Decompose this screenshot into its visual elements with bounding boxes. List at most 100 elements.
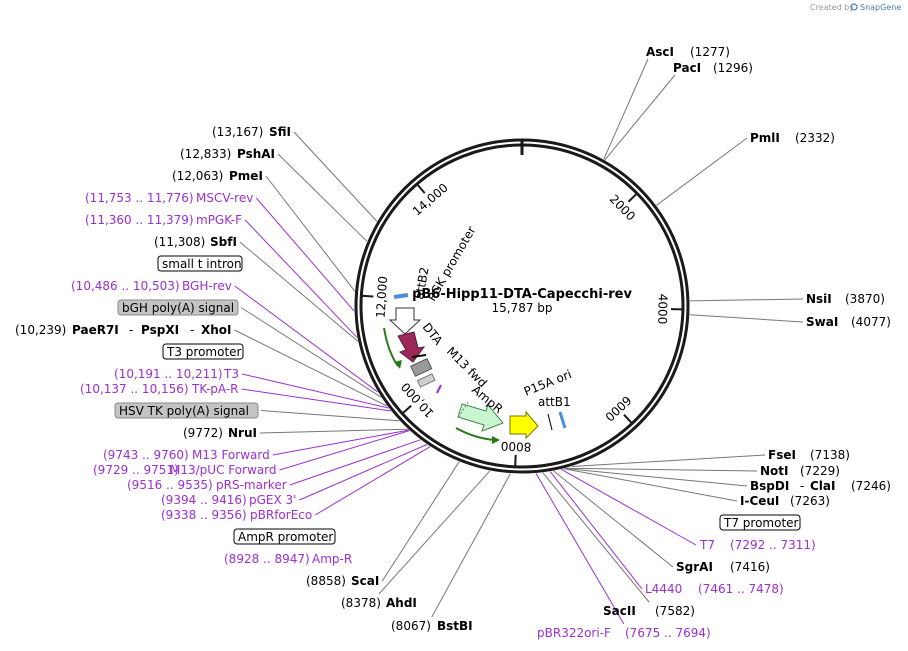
- label-tkpar[interactable]: (10,137 .. 10,156) TK-pA-R: [80, 382, 239, 396]
- label-msvcrev[interactable]: (11,753 .. 11,776) MSCV-rev: [85, 191, 253, 205]
- attb2-feature[interactable]: [393, 293, 409, 299]
- leader-iceui: [563, 468, 738, 502]
- scale-tick-12000: [361, 294, 374, 298]
- m13-fwd-label: M13 fwd: [444, 344, 490, 390]
- bgh-name: bGH poly(A) signal: [122, 301, 234, 315]
- dta-arrow[interactable]: [397, 331, 426, 363]
- sacii-pos: (7582): [655, 604, 695, 618]
- grey-feature-block[interactable]: [410, 358, 433, 377]
- label-mpgkf[interactable]: (11,360 .. 11,379) mPGK-F: [85, 213, 242, 227]
- plasmid-size: 15,787 bp: [491, 301, 552, 315]
- ampr-arrow[interactable]: [457, 403, 504, 432]
- label-iceui[interactable]: I-CeuI (7263): [740, 494, 830, 508]
- leader-m13puc: [279, 430, 410, 471]
- leader-swai: [689, 314, 804, 323]
- leader-paer7i: [234, 329, 388, 407]
- label-noti[interactable]: NotI (7229): [760, 464, 840, 478]
- leader-hsvtk: [260, 410, 400, 422]
- leader-asci: [603, 58, 649, 160]
- leader-bspdi: [564, 468, 748, 487]
- label-bstbi[interactable]: (8067) BstBI: [391, 619, 473, 633]
- attb2-label: attB2: [412, 266, 431, 301]
- swai-name: SwaI: [806, 315, 838, 329]
- label-bspdi[interactable]: BspDI - ClaI (7246): [750, 479, 891, 493]
- label-nsii[interactable]: NsiI (3870): [806, 292, 885, 306]
- label-prsmarker[interactable]: (9516 .. 9535) pRS-marker: [127, 478, 287, 492]
- label-pmli[interactable]: PmlI (2332): [750, 131, 835, 145]
- leader-pmei: [265, 175, 356, 292]
- scale-tick-label-12000: 12,000: [373, 276, 390, 319]
- sfii-pos: (13,167): [212, 125, 263, 139]
- label-pmei[interactable]: (12,063) PmeI: [172, 169, 263, 183]
- bstbi-pos: (8067): [391, 619, 431, 633]
- leader-pmli: [656, 137, 748, 206]
- sfii-name: SfiI: [269, 125, 291, 139]
- scale-tick-10000: [401, 404, 412, 415]
- bghrev-pos: (10,486 .. 10,503): [71, 279, 180, 293]
- noti-pos: (7229): [800, 464, 840, 478]
- label-sbfi[interactable]: (11,308) SbfI: [154, 235, 237, 249]
- label-small-t-intron[interactable]: small t intron: [157, 255, 243, 272]
- leader-t3: [241, 373, 389, 409]
- label-scai[interactable]: (8858) ScaI: [306, 574, 379, 588]
- asci-name: AscI: [646, 45, 674, 59]
- scale-tick-2000: [627, 192, 638, 203]
- plasmid-title-group: pB6-Hipp11-DTA-Capecchi-rev 15,787 bp: [412, 287, 632, 315]
- pmei-name: PmeI: [229, 169, 263, 183]
- label-sfii[interactable]: (13,167) SfiI: [212, 125, 291, 139]
- asci-pos: (1277): [690, 45, 730, 59]
- leader-sbfi: [239, 241, 359, 342]
- inner-features: attB2 PGK promoter DTA M13 fwd AmpR P15A…: [383, 224, 574, 444]
- label-pgex3[interactable]: (9394 .. 9416) pGEX 3': [161, 493, 296, 507]
- p15a-ori-arrow[interactable]: [509, 410, 539, 440]
- label-t3-promoter[interactable]: T3 promoter: [162, 343, 244, 360]
- label-m13puc[interactable]: (9729 .. 9751) M13/pUC Forward: [93, 463, 277, 477]
- t3-name: T3: [223, 367, 239, 381]
- label-t7[interactable]: T7 (7292 .. 7311): [699, 538, 816, 552]
- attb1-label: attB1: [538, 395, 571, 409]
- label-bghrev[interactable]: (10,486 .. 10,503) BGH-rev: [71, 279, 232, 293]
- label-nrui[interactable]: (9772) NruI: [183, 426, 257, 440]
- paer7i-name: PaeR7I: [72, 323, 119, 337]
- label-hsvtk[interactable]: HSV TK poly(A) signal: [114, 402, 259, 419]
- leader-prsmarker: [289, 439, 421, 486]
- label-paer7i[interactable]: (10,239) PaeR7I - PspXI - XhoI: [15, 323, 232, 337]
- label-asci[interactable]: AscI (1277): [646, 45, 730, 59]
- label-bgh[interactable]: bGH poly(A) signal: [117, 299, 239, 316]
- label-ahdi[interactable]: (8378) AhdI: [341, 596, 417, 610]
- label-fsei[interactable]: FseI (7138): [768, 448, 850, 462]
- pmli-pos: (2332): [795, 131, 835, 145]
- leader-bstbi: [431, 473, 511, 618]
- label-pbrforeco[interactable]: (9338 .. 9356) pBRforEco: [161, 508, 312, 522]
- label-sgrai[interactable]: SgrAI (7416): [676, 560, 770, 574]
- pmei-pos: (12,063): [172, 169, 223, 183]
- label-paci[interactable]: PacI (1296): [673, 61, 753, 75]
- nsii-name: NsiI: [806, 292, 832, 306]
- msvcrev-name: MSCV-rev: [196, 191, 253, 205]
- leader-m13fwd: [272, 429, 409, 456]
- label-pbr322ori[interactable]: pBR322ori-F (7675 .. 7694): [537, 626, 711, 640]
- label-swai[interactable]: SwaI (4077): [806, 315, 891, 329]
- m13fwd-pos: (9743 .. 9760): [103, 448, 189, 462]
- label-ampr-promoter[interactable]: AmpR promoter: [233, 528, 336, 545]
- attb1-mark: [547, 413, 553, 431]
- leader-sfii: [293, 131, 378, 222]
- t7-promoter-name: T7 promoter: [723, 516, 799, 530]
- label-pshai[interactable]: (12,833) PshAI: [180, 147, 275, 161]
- label-ampr-primer[interactable]: (8928 .. 8947) Amp-R: [224, 552, 352, 566]
- pshai-name: PshAI: [237, 147, 275, 161]
- label-t3[interactable]: (10,191 .. 10,211) T3: [114, 367, 239, 381]
- label-t7-promoter[interactable]: T7 promoter: [719, 514, 801, 531]
- m13puc-name: M13/pUC Forward: [170, 463, 277, 477]
- attb1-feature[interactable]: [558, 411, 567, 429]
- dta-label: DTA: [420, 320, 446, 348]
- label-sacii[interactable]: SacII (7582): [603, 604, 695, 618]
- m13-fwd-bar[interactable]: [436, 384, 442, 394]
- leader-ahdi: [378, 470, 491, 595]
- label-l4440[interactable]: L4440 (7461 .. 7478): [645, 582, 784, 596]
- pgk-promoter-arrow[interactable]: [388, 307, 422, 335]
- label-m13fwd[interactable]: (9743 .. 9760) M13 Forward: [103, 448, 270, 462]
- snapgene-credit: Created by SnapGene: [810, 3, 901, 12]
- light-grey-feature-block[interactable]: [416, 373, 436, 388]
